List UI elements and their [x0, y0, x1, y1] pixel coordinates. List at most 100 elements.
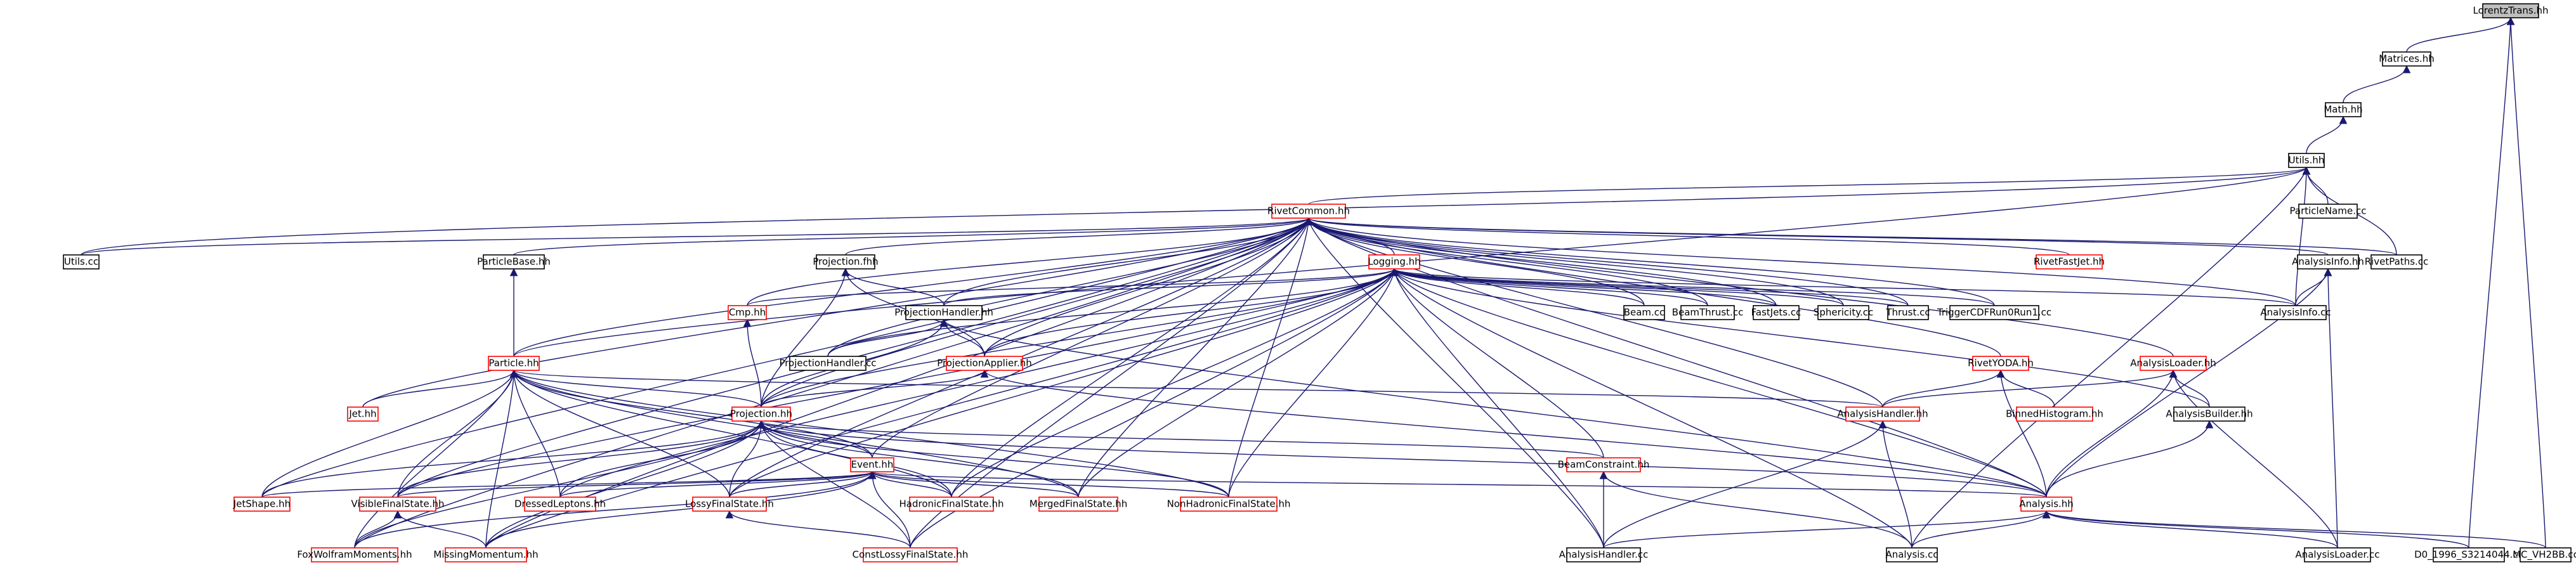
- node-jet-hh[interactable]: Jet.hh: [347, 406, 379, 422]
- edge-projectionhandlerhh-projectionhandlercc: [827, 318, 948, 357]
- edge-particle-mergedfs: [509, 369, 1079, 498]
- node-fastjets-cc[interactable]: FastJets.cc: [1751, 305, 1801, 320]
- node-math-hh[interactable]: Math.hh: [2324, 102, 2363, 117]
- node-projection-hh[interactable]: Projection.hh: [730, 406, 792, 422]
- node-label: RivetCommon.hh: [1267, 205, 1350, 217]
- node-label: HadronicFinalState.hh: [899, 498, 1004, 510]
- edge-eventhh-analysishh: [868, 471, 2047, 498]
- edge-projectionhh-mergedfs: [757, 420, 1079, 498]
- node-particlename-cc[interactable]: ParticleName.cc: [2290, 204, 2367, 219]
- node-label: D0_1996_S3214044.cc: [2414, 549, 2523, 561]
- edge-eventhh-dressedleptons: [559, 471, 877, 498]
- node-particle-hh[interactable]: Particle.hh: [488, 356, 540, 371]
- node-rivetfastjet-hh[interactable]: RivetFastJet.hh: [2034, 254, 2105, 270]
- node-analysisbuilder-hh[interactable]: AnalysisBuilder.hh: [2166, 406, 2253, 422]
- node-label: LossyFinalState.hh: [685, 498, 774, 510]
- edge-analysishh-mcvh2bb: [2043, 510, 2546, 549]
- node-logging-hh[interactable]: Logging.hh: [1368, 254, 1421, 270]
- node-matrices-hh[interactable]: Matrices.hh: [2379, 51, 2435, 67]
- edge-analysishandlerhh-analysiscc: [1878, 420, 1912, 549]
- edge-particle-hadronicfs: [509, 369, 952, 498]
- edge-rivetcommon-jethh: [362, 217, 1313, 408]
- node-label: Event.hh: [851, 459, 894, 471]
- edge-logging-analysisinfocc: [1390, 268, 2296, 306]
- node-label: Sphericity.cc: [1814, 307, 1873, 318]
- edge-analysisinfohh-analysisloadercc: [2324, 268, 2338, 549]
- node-utils-cc[interactable]: Utils.cc: [63, 254, 100, 270]
- node-hadronicfinalstate-hh[interactable]: HadronicFinalState.hh: [899, 497, 1004, 512]
- node-cmp-hh[interactable]: Cmp.hh: [728, 305, 767, 320]
- node-utils-hh[interactable]: Utils.hh: [2288, 153, 2325, 168]
- edge-rivetcommon-analysishh: [1304, 217, 2047, 498]
- node-analysishandler-cc[interactable]: AnalysisHandler.cc: [1559, 547, 1649, 562]
- node-lorentztrans-hh[interactable]: LorentzTrans.hh: [2473, 3, 2549, 18]
- node-dressedleptons-hh[interactable]: DressedLeptons.hh: [514, 497, 606, 512]
- node-lossyfinalstate-hh[interactable]: LossyFinalState.hh: [685, 497, 774, 512]
- node-event-hh[interactable]: Event.hh: [850, 457, 894, 472]
- node-label: AnalysisHandler.hh: [1837, 408, 1928, 420]
- edge-projectionhandlerhh-analysishh: [940, 318, 2047, 498]
- node-nonhadronicfinalstate-hh[interactable]: NonHadronicFinalState.hh: [1167, 497, 1291, 512]
- node-projectionhandler-hh[interactable]: ProjectionHandler.hh: [894, 305, 993, 320]
- node-analysisloader-hh[interactable]: AnalysisLoader.hh: [2130, 356, 2216, 371]
- edge-logging-analysishandlercc: [1390, 268, 1604, 549]
- edge-eventhh-visiblefs: [397, 471, 876, 498]
- edge-rivetcommon-constlossyfs: [910, 217, 1313, 549]
- node-triggercdfrun0run1-cc[interactable]: TriggerCDFRun0Run1.cc: [1937, 305, 2051, 320]
- node-rivetcommon-hh[interactable]: RivetCommon.hh: [1267, 204, 1350, 219]
- node-label: AnalysisHandler.cc: [1559, 549, 1649, 561]
- node-analysishandler-hh[interactable]: AnalysisHandler.hh: [1837, 406, 1928, 422]
- node-beam-cc[interactable]: Beam.cc: [1623, 305, 1665, 320]
- node-analysisloader-cc[interactable]: AnalysisLoader.cc: [2295, 547, 2380, 562]
- node-label: MergedFinalState.hh: [1030, 498, 1127, 510]
- node-projection-fhh[interactable]: Projection.fhh: [813, 254, 879, 270]
- node-label: Beam.cc: [1624, 307, 1665, 318]
- node-label: JetShape.hh: [233, 498, 291, 510]
- node-missingmomentum-hh[interactable]: MissingMomentum.hh: [433, 547, 539, 562]
- node-particlebase-hh[interactable]: ParticleBase.hh: [477, 254, 551, 270]
- edge-logging-analysiscc: [1390, 268, 1912, 549]
- node-rivetyoda-hh[interactable]: RivetYODA.hh: [1968, 356, 2034, 371]
- node-sphericity-cc[interactable]: Sphericity.cc: [1814, 305, 1873, 320]
- node-constlossyfinalstate-hh[interactable]: ConstLossyFinalState.hh: [853, 547, 969, 562]
- node-label: Projection.hh: [730, 408, 792, 420]
- node-foxwolframmoments-hh[interactable]: FoxWolframMoments.hh: [297, 547, 412, 562]
- node-rivetpaths-cc[interactable]: RivetPaths.cc: [2365, 254, 2429, 270]
- edge-logging-lossyfs: [729, 268, 1399, 498]
- node-mc-vh2bb-cc[interactable]: MC_VH2BB.cc: [2513, 547, 2576, 562]
- node-binnedhistogram-hh[interactable]: BinnedHistogram.hh: [2006, 406, 2103, 422]
- edge-particle-foxwolfram: [354, 369, 518, 549]
- node-label: Cmp.hh: [729, 307, 766, 318]
- node-label: AnalysisInfo.hh: [2292, 256, 2364, 268]
- edge-rivetyoda-analysishandlerhh: [1882, 369, 2005, 408]
- node-analysis-cc[interactable]: Analysis.cc: [1885, 547, 1939, 562]
- node-thrust-cc[interactable]: Thrust.cc: [1885, 305, 1930, 320]
- node-label: LorentzTrans.hh: [2473, 5, 2548, 16]
- node-visiblefinalstate-hh[interactable]: VisibleFinalState.hh: [351, 497, 445, 512]
- node-label: VisibleFinalState.hh: [351, 498, 444, 510]
- edge-visiblefs-foxwolfram: [354, 510, 402, 549]
- node-projectionhandler-cc[interactable]: ProjectionHandler.cc: [779, 356, 877, 371]
- node-label: MC_VH2BB.cc: [2513, 549, 2576, 561]
- node-d0-1996-s3214044-cc[interactable]: D0_1996_S3214044.cc: [2414, 547, 2523, 562]
- edge-particle-analysishandlerhh: [510, 369, 1883, 408]
- node-analysisinfo-hh[interactable]: AnalysisInfo.hh: [2292, 254, 2364, 270]
- node-label: ProjectionHandler.cc: [779, 358, 876, 369]
- node-mergedfinalstate-hh[interactable]: MergedFinalState.hh: [1030, 497, 1127, 512]
- node-beamthrust-cc[interactable]: BeamThrust.cc: [1672, 305, 1744, 320]
- node-analysis-hh[interactable]: Analysis.hh: [2019, 497, 2074, 512]
- node-jetshape-hh[interactable]: JetShape.hh: [233, 497, 291, 512]
- edge-rivetcommon-rivetpaths: [1305, 217, 2397, 256]
- edge-rivetcommon-mergedfs: [1078, 217, 1313, 498]
- edge-logging-visiblefs: [397, 268, 1399, 498]
- edge-utils-particlename: [2302, 166, 2329, 205]
- node-analysisinfo-cc[interactable]: AnalysisInfo.cc: [2260, 305, 2331, 320]
- node-label: TriggerCDFRun0Run1.cc: [1937, 307, 2051, 318]
- node-label: DressedLeptons.hh: [514, 498, 606, 510]
- edge-math-utils: [2306, 115, 2348, 154]
- edge-analysishandlerhh-analysishandlercc: [1603, 420, 1887, 549]
- node-beamconstraint-hh[interactable]: BeamConstraint.hh: [1558, 457, 1650, 472]
- node-projectionapplier-hh[interactable]: ProjectionApplier.hh: [937, 356, 1032, 371]
- node-label: AnalysisLoader.cc: [2295, 549, 2379, 561]
